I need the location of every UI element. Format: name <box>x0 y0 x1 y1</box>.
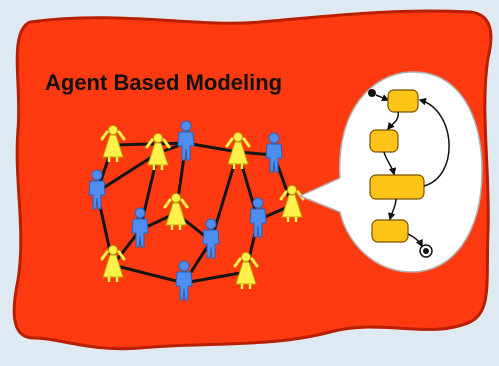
statechart-bubble <box>298 71 483 273</box>
person-icon <box>175 260 193 301</box>
transition-loop-back <box>418 98 450 187</box>
dress-person-icon <box>163 193 189 230</box>
state-box-2 <box>369 129 399 153</box>
dress-person-icon <box>279 185 305 222</box>
transition-to-final <box>407 233 423 248</box>
person-icon <box>249 197 267 238</box>
agent-network <box>88 120 305 301</box>
transition-1-2 <box>387 111 400 131</box>
dress-person-icon <box>145 133 171 170</box>
dress-person-icon <box>100 245 126 282</box>
person-icon <box>177 120 195 161</box>
state-box-4 <box>371 219 409 243</box>
dress-person-icon <box>225 132 251 169</box>
person-icon <box>131 207 149 248</box>
state-box-1 <box>387 89 419 113</box>
person-icon <box>202 218 220 259</box>
transition-3-4 <box>388 198 397 221</box>
person-icon <box>265 132 283 173</box>
transition-2-3 <box>383 151 397 176</box>
network-link <box>95 151 160 194</box>
state-box-3 <box>369 174 425 200</box>
dress-person-icon <box>233 252 259 289</box>
network-link <box>182 270 248 285</box>
network-link <box>111 263 186 285</box>
network-link <box>184 141 240 154</box>
person-icon <box>88 169 106 210</box>
initial-transition <box>375 94 390 102</box>
diagram-title: Agent Based Modeling <box>45 70 282 95</box>
initial-pseudostate-icon <box>368 89 376 97</box>
dress-person-icon <box>100 125 126 162</box>
final-state-core <box>423 248 429 254</box>
